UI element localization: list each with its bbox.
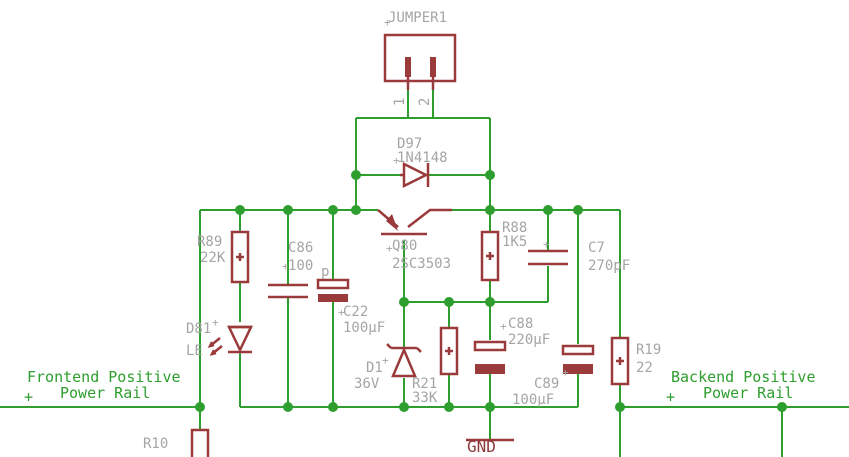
c89-value: 100µF bbox=[512, 392, 554, 408]
wires bbox=[0, 88, 849, 457]
r10-resistor-symbol[interactable] bbox=[190, 428, 210, 457]
c89-capacitor-symbol[interactable] bbox=[561, 344, 595, 374]
backend-label-line1: Backend Positive bbox=[671, 368, 816, 386]
c22-name: C22 bbox=[343, 304, 368, 320]
q80-value: 2SC3503 bbox=[392, 256, 451, 272]
d97-value: 1N4148 bbox=[397, 150, 448, 166]
junction-dot bbox=[444, 402, 454, 412]
junction-dot bbox=[615, 402, 625, 412]
c88-capacitor-symbol[interactable] bbox=[473, 340, 507, 374]
junction-dot bbox=[485, 297, 495, 307]
junction-dot bbox=[235, 205, 245, 215]
c89-name: C89 bbox=[534, 376, 559, 392]
junction-dot bbox=[283, 205, 293, 215]
d81-name: D81 bbox=[186, 321, 211, 337]
c7-capacitor-symbol[interactable] bbox=[528, 249, 568, 266]
q80-transistor-symbol[interactable] bbox=[377, 208, 452, 236]
d1-name: D1 bbox=[366, 360, 383, 376]
r89-resistor-symbol[interactable] bbox=[230, 230, 250, 284]
jumper1-pin2-label: 2 bbox=[417, 98, 433, 106]
r89-value: 22K bbox=[200, 250, 226, 266]
junction-dot bbox=[485, 205, 495, 215]
d1-value: 36V bbox=[354, 376, 380, 392]
frontend-origin-mark: + bbox=[24, 388, 33, 406]
junction-dot bbox=[399, 402, 409, 412]
junction-dot bbox=[444, 297, 454, 307]
d97-origin-mark: + bbox=[393, 154, 400, 167]
d97-diode-symbol[interactable] bbox=[400, 161, 430, 189]
c88-origin-mark: + bbox=[500, 320, 507, 333]
backend-origin-mark: + bbox=[666, 388, 675, 406]
r21-value: 33K bbox=[412, 390, 438, 406]
c7-origin-mark: + bbox=[543, 238, 550, 251]
frontend-label-line1: Frontend Positive bbox=[27, 368, 181, 386]
d1-zener-symbol[interactable] bbox=[386, 343, 422, 378]
r89-name: R89 bbox=[197, 234, 222, 250]
junction-dot bbox=[485, 170, 495, 180]
junction-dot bbox=[573, 205, 583, 215]
r10-name: R10 bbox=[143, 436, 168, 452]
d1-origin-mark: + bbox=[382, 354, 389, 367]
r19-name: R19 bbox=[636, 342, 661, 358]
q80-origin-mark: + bbox=[386, 242, 393, 255]
junction-dot bbox=[485, 402, 495, 412]
c86-capacitor-symbol[interactable] bbox=[268, 283, 308, 299]
c89-origin-mark: + bbox=[562, 366, 569, 379]
jumper1-origin-mark: + bbox=[384, 16, 391, 29]
d81-origin-mark: + bbox=[212, 316, 219, 329]
c86-origin-mark: + bbox=[282, 260, 289, 273]
r19-resistor-symbol[interactable] bbox=[610, 336, 630, 386]
r21-name: R21 bbox=[412, 376, 437, 392]
r88-resistor-symbol[interactable] bbox=[480, 230, 500, 282]
c22-capacitor-symbol[interactable] bbox=[316, 278, 350, 302]
r88-name: R88 bbox=[502, 220, 527, 236]
d97-name: D97 bbox=[397, 136, 422, 152]
c88-name: C88 bbox=[508, 316, 533, 332]
junction-dot bbox=[328, 205, 338, 215]
junction-dot bbox=[543, 205, 553, 215]
d81-value: LE bbox=[186, 343, 203, 359]
jumper1-symbol[interactable] bbox=[383, 33, 457, 90]
junction-dot bbox=[351, 205, 361, 215]
jumper1-pin1-label: 1 bbox=[392, 98, 408, 106]
r88-value: 1K5 bbox=[502, 234, 527, 250]
junction-dot bbox=[399, 297, 409, 307]
c86-name: C86 bbox=[288, 240, 313, 256]
c86-value: 100 bbox=[288, 258, 313, 274]
c7-name: C7 bbox=[588, 240, 605, 256]
jumper1-name: JUMPER1 bbox=[388, 10, 447, 26]
junction-dot bbox=[195, 402, 205, 412]
r21-resistor-symbol[interactable] bbox=[439, 326, 459, 376]
gnd-label: GND bbox=[467, 437, 496, 456]
junction-dot bbox=[777, 402, 787, 412]
c22-value: 100µF bbox=[343, 320, 385, 336]
d81-led-symbol[interactable] bbox=[207, 325, 253, 356]
junction-dot bbox=[328, 402, 338, 412]
c88-value: 220µF bbox=[508, 332, 550, 348]
junction-dots bbox=[195, 170, 787, 412]
junction-dot bbox=[351, 170, 361, 180]
q80-name: Q80 bbox=[392, 238, 417, 254]
c86-value-suffix: p bbox=[321, 264, 329, 280]
junction-dot bbox=[283, 402, 293, 412]
frontend-label-line2: Power Rail bbox=[60, 384, 150, 402]
c22-origin-mark: + bbox=[338, 306, 345, 319]
backend-label-line2: Power Rail bbox=[703, 384, 793, 402]
r19-value: 22 bbox=[636, 360, 653, 376]
c7-value: 270pF bbox=[588, 258, 630, 274]
